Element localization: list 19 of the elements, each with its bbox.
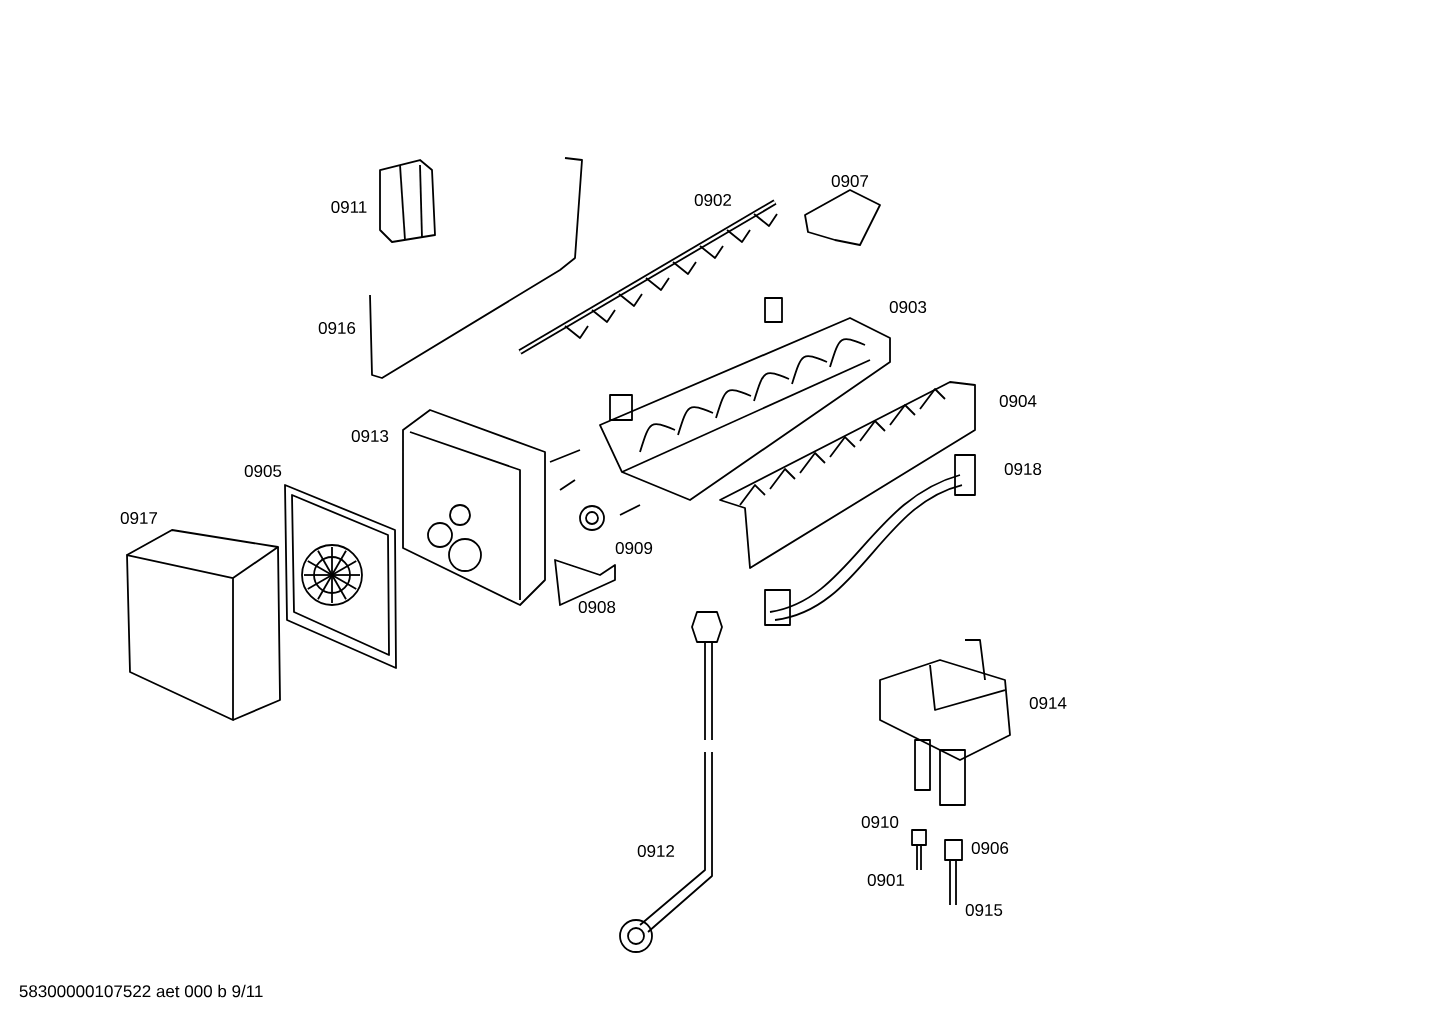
callout-number: 0913 bbox=[351, 430, 389, 442]
callout-number: 0918 bbox=[1004, 463, 1042, 475]
callout-number: 0905 bbox=[244, 465, 282, 477]
callout-number: 0914 bbox=[1029, 697, 1067, 709]
callout-number: 0910 bbox=[861, 816, 899, 828]
callout-number: 0909 bbox=[615, 542, 653, 554]
callout-number: 0917 bbox=[120, 512, 158, 524]
callout-number: 0915 bbox=[965, 904, 1003, 916]
callout-number: 0903 bbox=[889, 301, 927, 313]
callout-number: 0902 bbox=[694, 194, 732, 206]
callout-number: 0906 bbox=[971, 842, 1009, 854]
callout-number: 0907 bbox=[831, 175, 869, 187]
footer-text: 58300000107522 aet 000 b 9/11 bbox=[19, 984, 263, 998]
callout-number: 0911 bbox=[331, 201, 367, 213]
callout-number: 0916 bbox=[318, 322, 356, 334]
callout-number: 0901 bbox=[867, 874, 905, 886]
callout-number: 0912 bbox=[637, 845, 675, 857]
callout-number: 0904 bbox=[999, 395, 1037, 407]
callout-number: 0908 bbox=[578, 601, 616, 613]
